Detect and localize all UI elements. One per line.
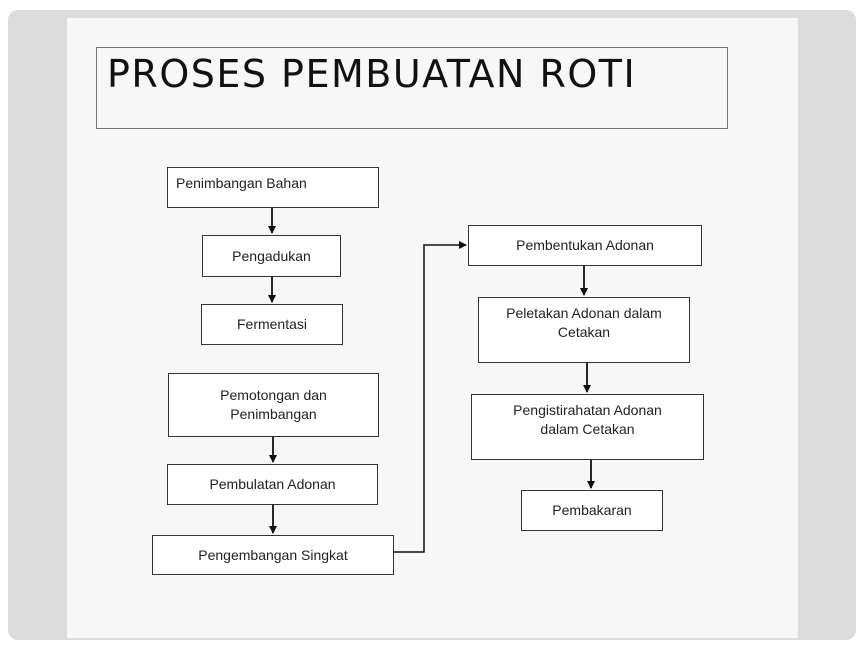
step-pemotongan-penimbangan: Pemotongan dan Penimbangan <box>168 373 379 437</box>
title-box: PROSES PEMBUATAN ROTI <box>96 47 728 129</box>
step-pembentukan-adonan: Pembentukan Adonan <box>468 225 702 266</box>
step-penimbangan-bahan: Penimbangan Bahan <box>167 167 379 208</box>
step-pengistirahatan-adonan: Pengistirahatan Adonan dalam Cetakan <box>471 394 704 460</box>
arrow-5 <box>394 241 467 553</box>
step-pengembangan-singkat: Pengembangan Singkat <box>152 535 394 575</box>
step-peletakan-adonan: Peletakan Adonan dalam Cetakan <box>478 297 690 363</box>
diagram-title: PROSES PEMBUATAN ROTI <box>107 52 637 96</box>
step-fermentasi: Fermentasi <box>201 304 343 345</box>
step-pembulatan-adonan: Pembulatan Adonan <box>167 464 378 505</box>
step-pembakaran: Pembakaran <box>521 490 663 531</box>
step-pengadukan: Pengadukan <box>202 235 341 277</box>
